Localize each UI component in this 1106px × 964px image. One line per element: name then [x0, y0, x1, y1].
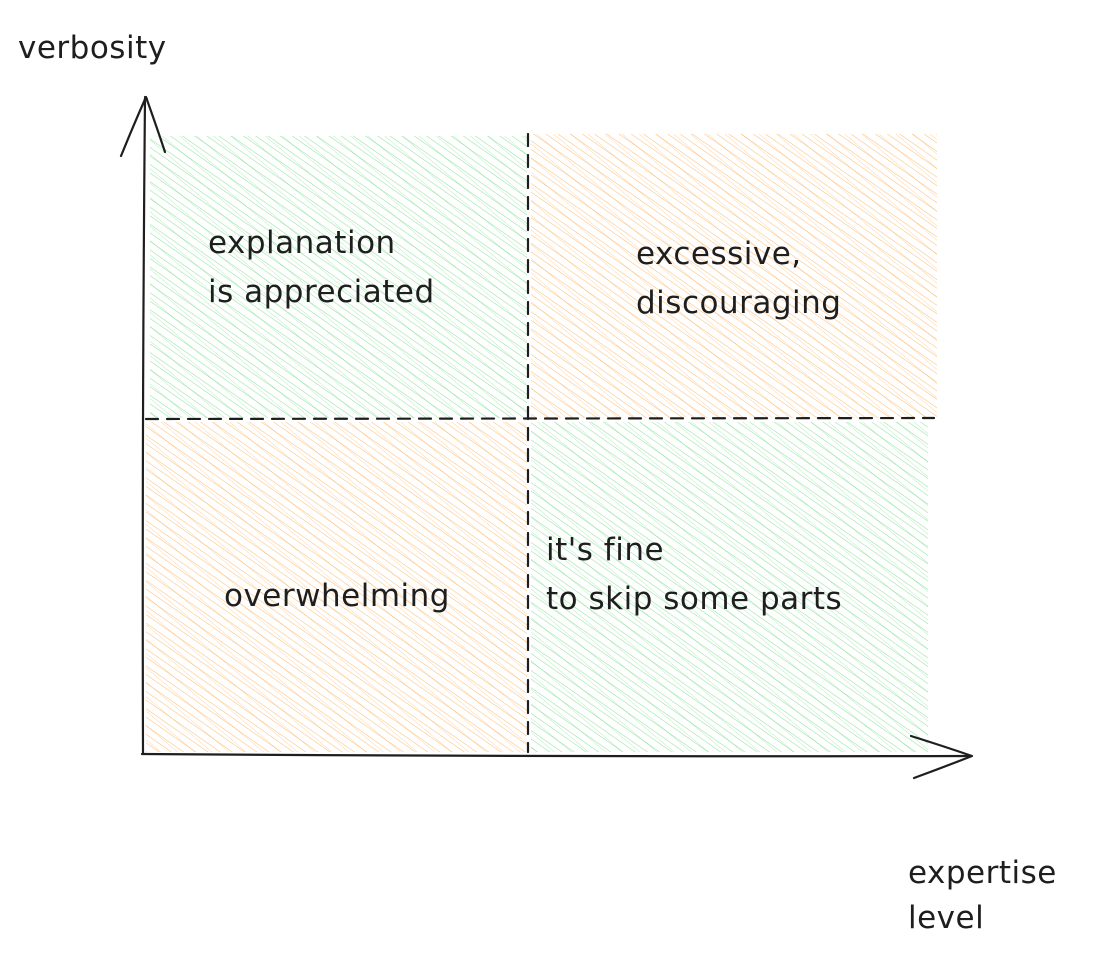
- top-left-label-line-2: is appreciated: [208, 274, 435, 310]
- x-axis-label-line-1: expertise: [908, 855, 1057, 891]
- quadrant-top-right: [531, 134, 937, 418]
- quadrant-top-left: [150, 136, 527, 418]
- x-axis-label: expertise level: [908, 855, 1067, 936]
- x-axis: [140, 734, 974, 780]
- top-left-label: explanation is appreciated: [208, 225, 435, 310]
- bottom-right-label: it's fine to skip some parts: [546, 532, 842, 617]
- y-axis-arrowhead: [119, 95, 167, 158]
- x-axis-label-line-2: level: [908, 900, 984, 936]
- y-axis-label: verbosity: [18, 30, 167, 66]
- bottom-left-label: overwhelming: [224, 578, 450, 614]
- top-right-label-line-2: discouraging: [636, 285, 841, 321]
- bottom-left-label-line-1: overwhelming: [224, 578, 450, 614]
- top-left-label-line-1: explanation: [208, 225, 396, 261]
- top-right-label-line-1: excessive,: [636, 236, 802, 272]
- quadrant-bottom-right: [531, 422, 928, 752]
- bottom-right-label-line-1: it's fine: [546, 532, 664, 568]
- x-axis-arrowhead: [909, 734, 974, 780]
- horizontal-divider: [144, 416, 936, 421]
- top-right-label: excessive, discouraging: [636, 236, 841, 321]
- y-axis: [119, 95, 167, 756]
- bottom-right-label-line-2: to skip some parts: [546, 581, 842, 617]
- quadrant-bottom-left: [146, 422, 527, 752]
